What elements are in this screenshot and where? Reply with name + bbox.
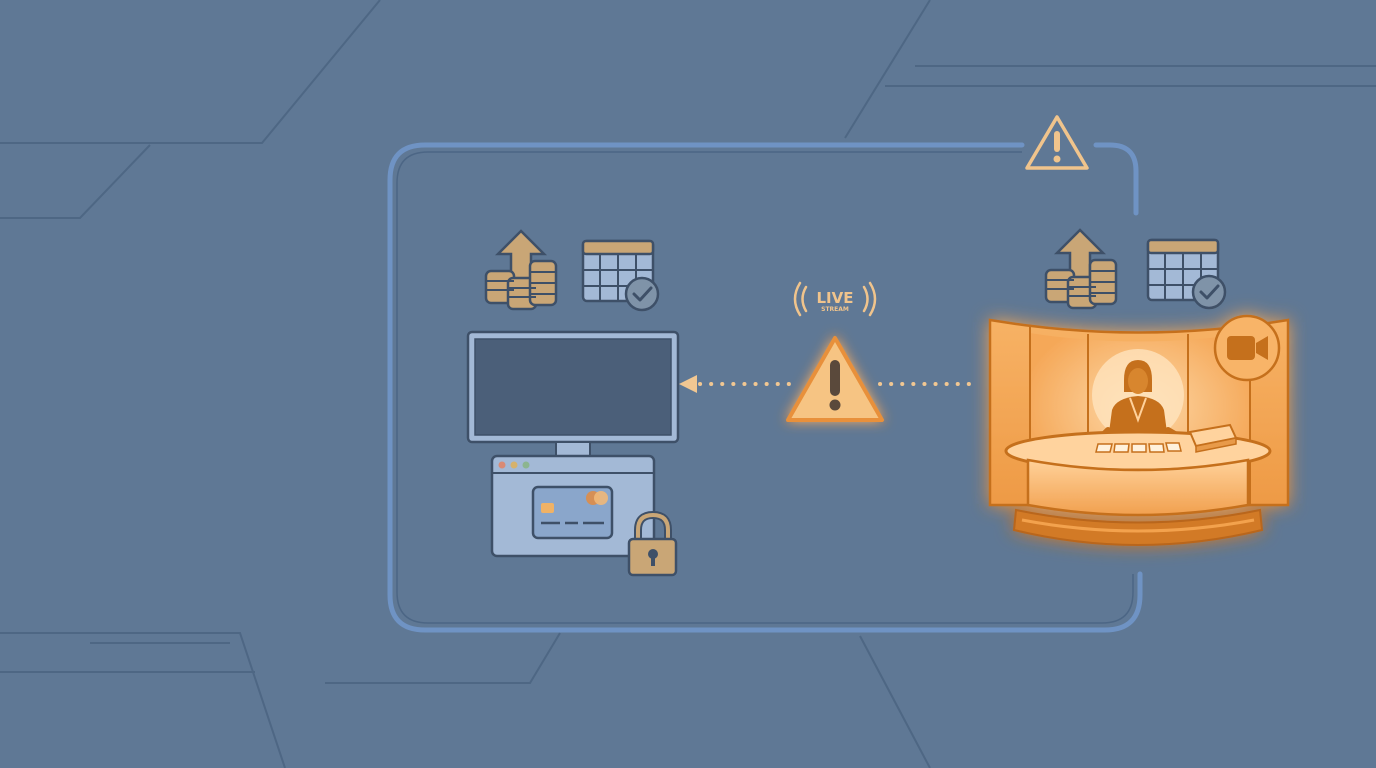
deposit-coins-left-icon <box>484 229 558 311</box>
credit-card-icon <box>531 485 614 540</box>
playing-cards <box>1095 442 1182 453</box>
card-shoe <box>1188 423 1238 453</box>
center-warning-icon <box>786 336 884 422</box>
monitor-icon <box>466 330 680 457</box>
live-stream-badge: LIVE STREAM <box>793 281 877 317</box>
frame-loop <box>387 142 1143 633</box>
payment-window-icon <box>490 454 656 558</box>
live-label: LIVE <box>817 289 854 307</box>
padlock-icon <box>627 510 678 577</box>
top-warning-icon <box>1025 115 1089 170</box>
stream-connection-line <box>679 375 974 393</box>
deposit-coins-right-icon <box>1044 228 1118 310</box>
calendar-check-left-icon <box>581 239 660 312</box>
stream-label: STREAM <box>821 306 849 313</box>
arrowhead-icon <box>679 375 697 393</box>
calendar-check-right-icon <box>1146 238 1227 310</box>
video-camera-icon <box>1213 314 1281 382</box>
live-studio <box>988 314 1290 546</box>
